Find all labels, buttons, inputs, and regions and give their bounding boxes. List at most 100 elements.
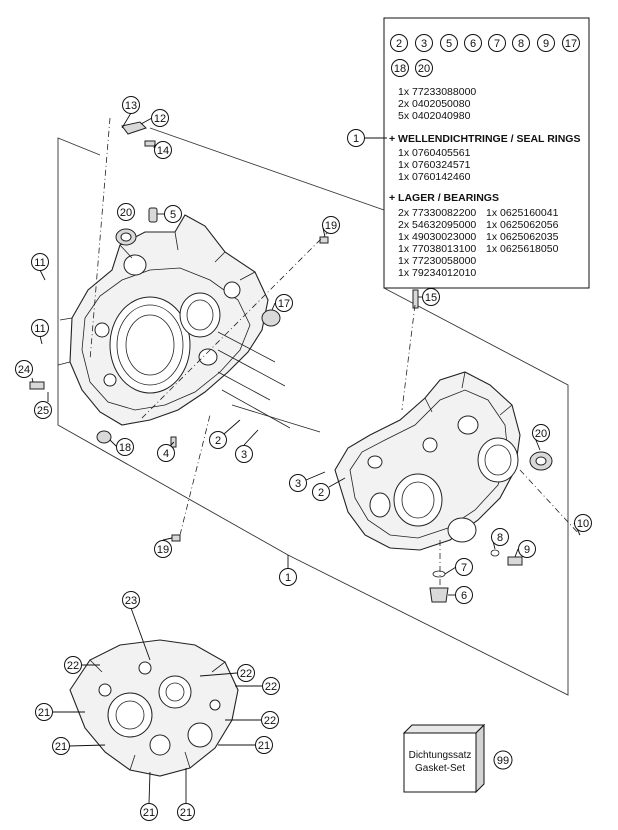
svg-text:4: 4 <box>163 448 169 460</box>
small-parts <box>29 117 581 603</box>
bearing-col1-line-4: 1x 77038013100 <box>398 243 476 255</box>
callout-12: 12 <box>151 109 169 127</box>
bearing-col1-line-2: 2x 54632095000 <box>398 219 476 231</box>
bearing-col1-line-6: 1x 79234012010 <box>398 267 476 279</box>
gasket-set-label-de: Dichtungssatz <box>409 750 472 761</box>
callout-15: 15 <box>422 288 440 306</box>
assembly-frame <box>57 127 569 696</box>
svg-text:6: 6 <box>461 590 467 602</box>
seal-rings-heading: + WELLENDICHTRINGE / SEAL RINGS <box>389 133 580 145</box>
callout-3-left: 3 <box>235 445 253 463</box>
callout-19-bottom: 19 <box>154 540 172 558</box>
svg-text:21: 21 <box>258 740 270 752</box>
svg-text:3: 3 <box>421 38 427 50</box>
callout-2-left: 2 <box>209 431 227 449</box>
svg-text:3: 3 <box>241 449 247 461</box>
callout-21-e: 21 <box>177 803 195 821</box>
gasket-set-label-en: Gasket-Set <box>415 763 465 774</box>
svg-text:7: 7 <box>494 38 500 50</box>
right-crankcase-half <box>334 371 521 551</box>
svg-text:17: 17 <box>278 298 290 310</box>
bearing-col2-line-4: 1x 0625618050 <box>486 243 559 255</box>
svg-text:14: 14 <box>157 145 169 157</box>
gasket-set-box: Dichtungssatz Gasket-Set <box>402 723 486 794</box>
svg-text:19: 19 <box>325 220 337 232</box>
callout-22-b: 22 <box>237 664 255 682</box>
svg-text:2: 2 <box>396 38 402 50</box>
callout-2-right: 2 <box>312 483 330 501</box>
svg-text:25: 25 <box>37 405 49 417</box>
callout-3-right: 3 <box>289 474 307 492</box>
svg-text:15: 15 <box>425 292 437 304</box>
bearing-col2-line-2: 1x 0625062056 <box>486 219 559 231</box>
svg-text:8: 8 <box>518 38 524 50</box>
callout-20-right: 20 <box>532 424 550 442</box>
seal-line-2: 1x 0760324571 <box>398 159 471 171</box>
bearing-col2-line-1: 1x 0625160041 <box>486 207 559 219</box>
callout-7: 7 <box>455 558 473 576</box>
callout-25: 25 <box>34 401 52 419</box>
svg-text:2: 2 <box>318 487 324 499</box>
svg-text:5: 5 <box>446 38 452 50</box>
callout-8: 8 <box>491 528 509 546</box>
callout-20-top: 20 <box>117 203 135 221</box>
callout-5: 5 <box>164 205 182 223</box>
bearings-heading: + LAGER / BEARINGS <box>389 192 499 204</box>
callout-21-b: 21 <box>52 737 70 755</box>
callout-19-top: 19 <box>322 216 340 234</box>
svg-text:5: 5 <box>170 209 176 221</box>
svg-text:24: 24 <box>18 364 30 376</box>
svg-text:1: 1 <box>285 572 291 584</box>
svg-text:20: 20 <box>120 207 132 219</box>
svg-text:17: 17 <box>565 38 577 50</box>
svg-text:21: 21 <box>55 741 67 753</box>
svg-text:9: 9 <box>543 38 549 50</box>
callout-10: 10 <box>574 514 592 532</box>
svg-text:13: 13 <box>125 100 137 112</box>
callout-24: 24 <box>15 360 33 378</box>
svg-text:12: 12 <box>154 113 166 125</box>
callout-22-a: 22 <box>64 656 82 674</box>
callout-23: 23 <box>122 591 140 609</box>
parts-legend-box: 2 3 5 6 7 8 9 17 18 20 1x 77233088000 2x… <box>347 17 590 289</box>
callout-13: 13 <box>122 96 140 114</box>
callout-1-assembly: 1 <box>279 568 297 586</box>
legend-callout-row-2: 18 20 <box>391 59 433 77</box>
svg-text:21: 21 <box>180 807 192 819</box>
svg-text:22: 22 <box>264 715 276 727</box>
crankcase-bottom-view <box>69 639 239 777</box>
svg-text:6: 6 <box>470 38 476 50</box>
callout-18: 18 <box>116 438 134 456</box>
kit-line-2: 2x 0402050080 <box>398 98 471 110</box>
callout-11-top: 11 <box>31 253 49 271</box>
svg-text:3: 3 <box>295 478 301 490</box>
bearing-col2-line-3: 1x 0625062035 <box>486 231 559 243</box>
seal-line-1: 1x 0760405561 <box>398 147 471 159</box>
svg-text:99: 99 <box>497 755 509 767</box>
left-crankcase-half <box>57 214 269 426</box>
callout-21-a: 21 <box>35 703 53 721</box>
callout-9: 9 <box>518 540 536 558</box>
svg-text:18: 18 <box>119 442 131 454</box>
svg-text:8: 8 <box>497 532 503 544</box>
svg-text:22: 22 <box>265 681 277 693</box>
svg-text:22: 22 <box>240 668 252 680</box>
svg-text:18: 18 <box>394 63 406 75</box>
callout-99: 99 <box>493 750 513 770</box>
svg-text:11: 11 <box>34 257 45 269</box>
callout-6: 6 <box>455 586 473 604</box>
svg-text:19: 19 <box>157 544 169 556</box>
callouts: 13 12 14 20 5 19 11 17 15 11 24 25 18 4 … <box>15 96 592 821</box>
callout-21-d: 21 <box>140 803 158 821</box>
kit-line-3: 5x 0402040980 <box>398 110 471 122</box>
callout-11-bottom: 11 <box>31 319 49 337</box>
svg-text:1: 1 <box>353 133 359 145</box>
svg-text:11: 11 <box>34 323 45 335</box>
bearing-col1-line-3: 1x 49030023000 <box>398 231 476 243</box>
svg-text:22: 22 <box>67 660 79 672</box>
svg-text:7: 7 <box>461 562 467 574</box>
legend-callout-row-1: 2 3 5 6 7 8 9 17 <box>390 34 580 52</box>
callout-4: 4 <box>157 444 175 462</box>
callout-22-d: 22 <box>261 711 279 729</box>
svg-text:20: 20 <box>535 428 547 440</box>
